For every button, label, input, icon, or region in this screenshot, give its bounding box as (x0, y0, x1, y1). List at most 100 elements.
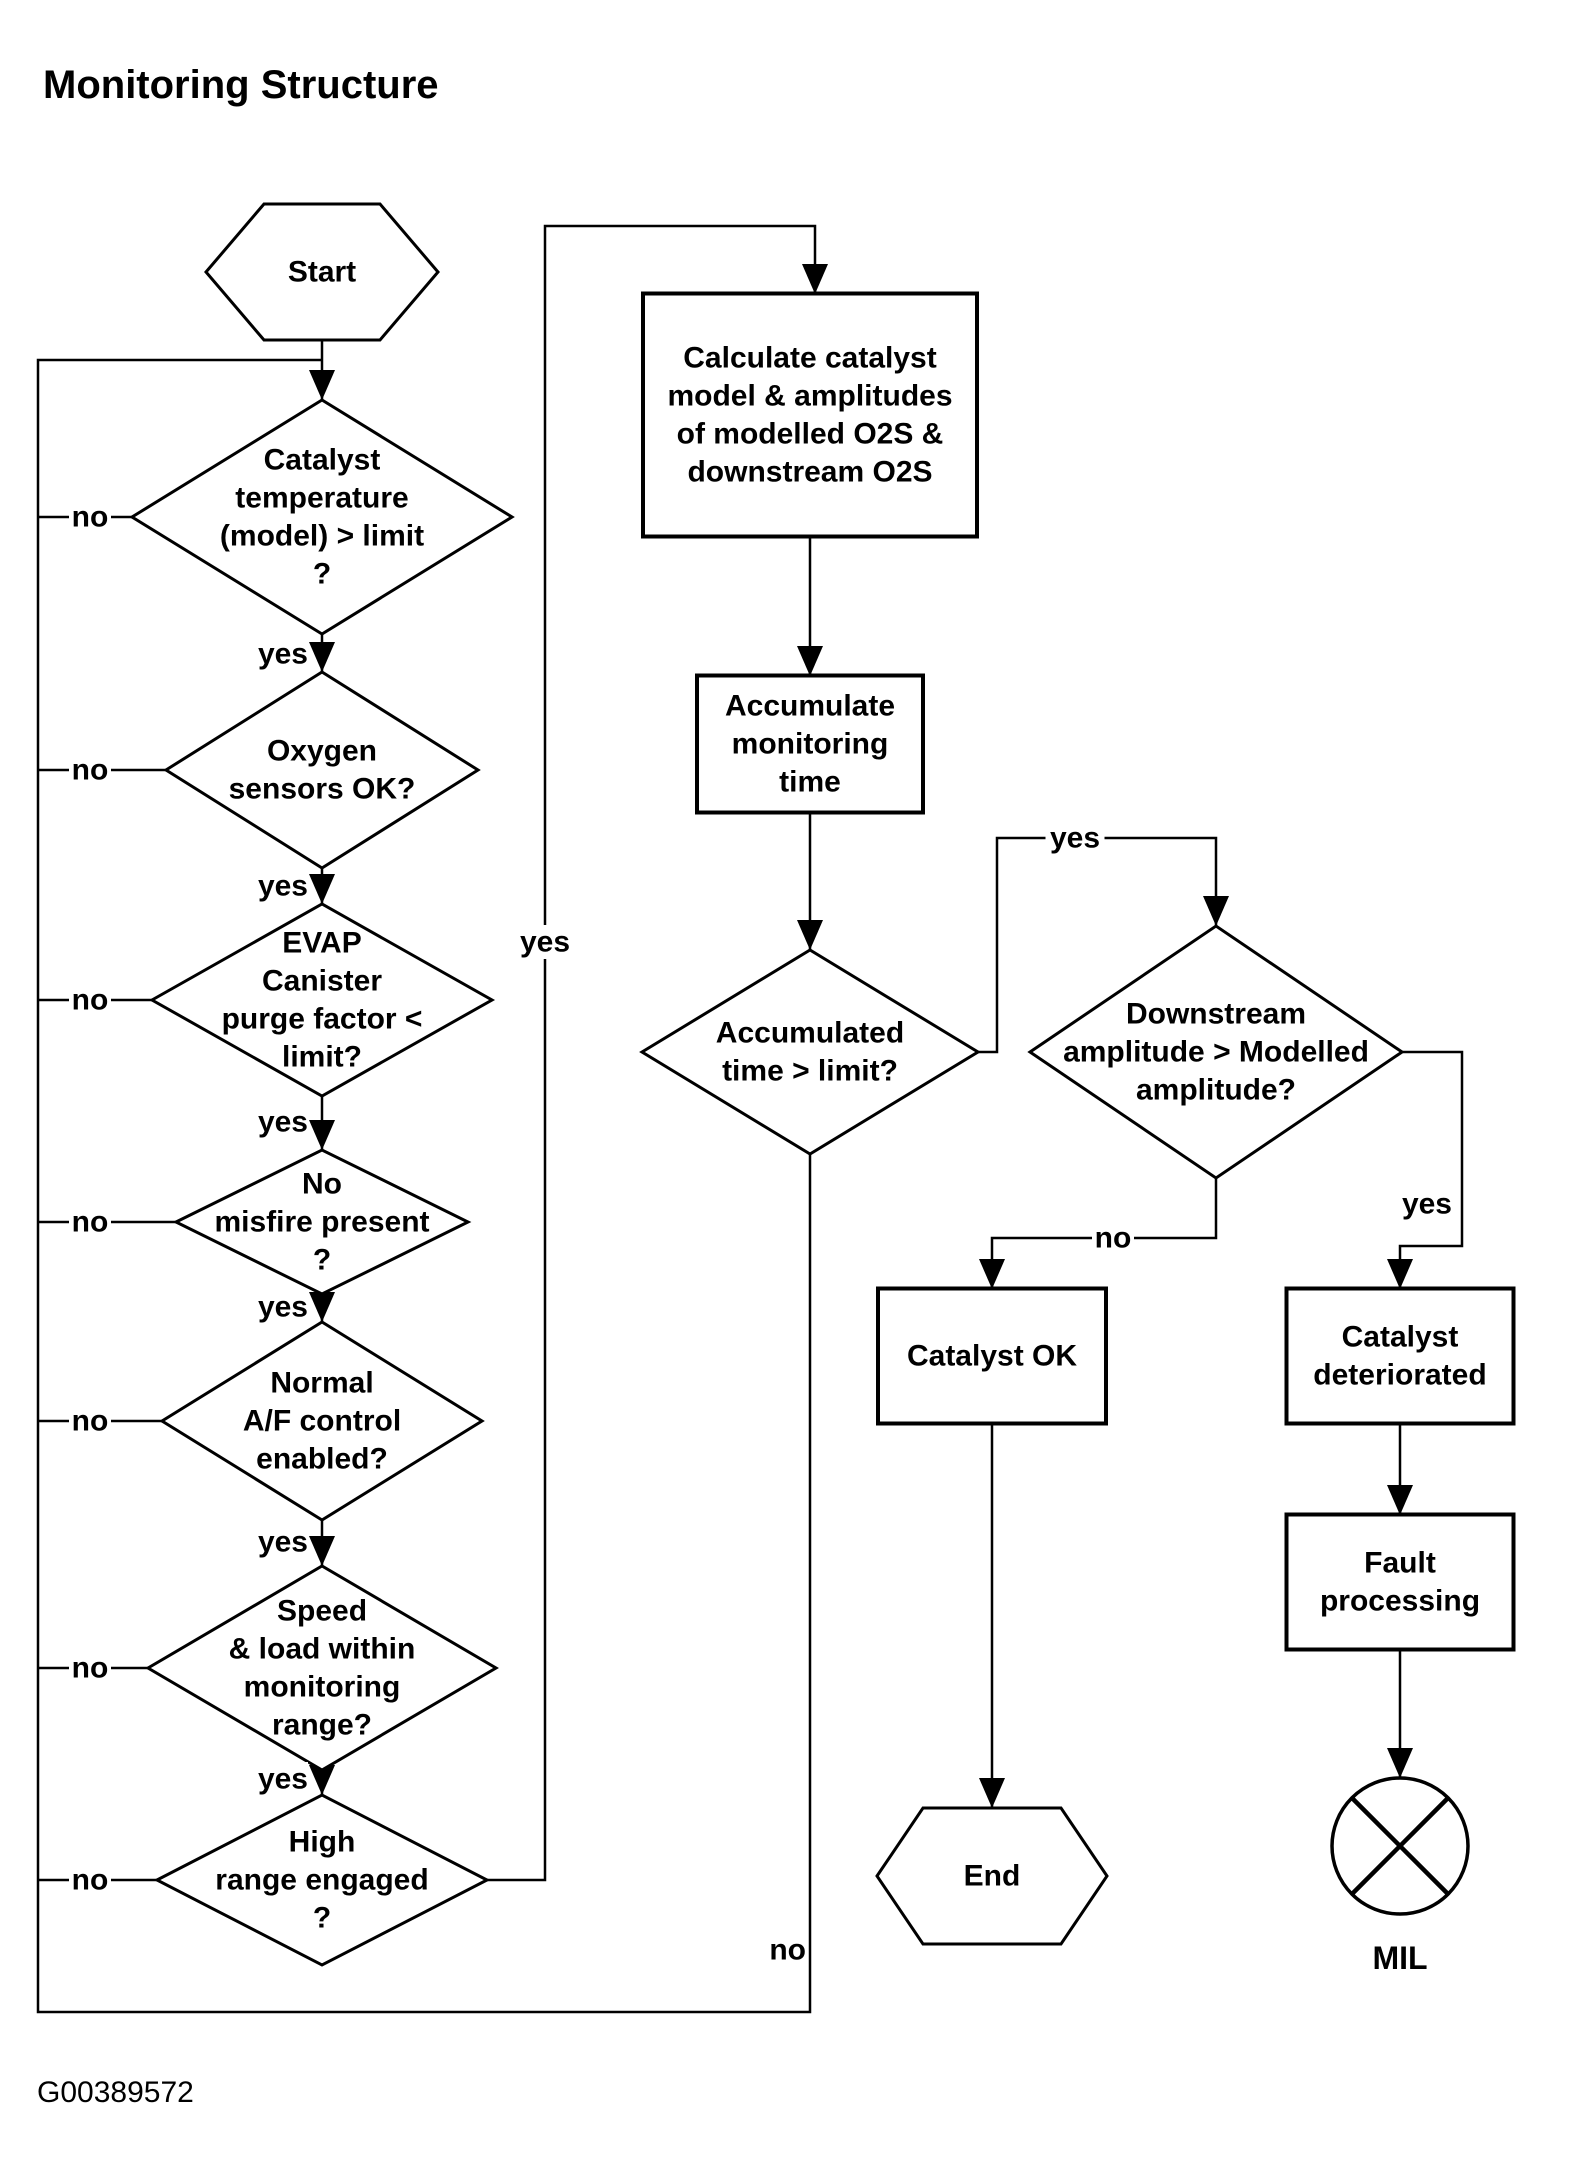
edge-label-catalyst-temperature-yes: yes (249, 637, 308, 671)
branch-label: no (1095, 1222, 1132, 1255)
connector-line (1398, 1050, 1464, 1289)
edge-calculate-to-accumulate (797, 537, 823, 676)
arrowhead-icon (309, 1120, 335, 1150)
node-label: amplitude? (1136, 1074, 1296, 1107)
edge-label-high-range-no: no (69, 1863, 111, 1897)
edge-accumulate-to-accumulated-limit (797, 813, 823, 950)
node-label: A/F control (243, 1405, 401, 1438)
node-label: enabled? (256, 1443, 388, 1476)
decision-diamond (145, 1564, 499, 1772)
edge-downstream-amplitude-yes (1387, 1050, 1464, 1289)
edge-label-backing (249, 1762, 308, 1796)
branch-label: yes (258, 1291, 308, 1324)
edge-loop-return (36, 358, 812, 2014)
node-label: MIL (1372, 1940, 1427, 1976)
process-box (1284, 1512, 1516, 1652)
branch-label: yes (258, 1106, 308, 1139)
edge-label-no-misfire-no: no (69, 1205, 111, 1239)
edge-label-oxygen-sensors-no: no (69, 753, 111, 787)
node-label: of modelled O2S & (677, 418, 944, 451)
node-label: Accumulate (725, 690, 895, 723)
node-label: misfire present (214, 1206, 429, 1239)
decision-diamond (172, 1148, 472, 1296)
branch-label: yes (258, 1526, 308, 1559)
edge-evap-purge-yes (309, 1096, 335, 1150)
edge-label-backing (249, 637, 308, 671)
node-catalyst-ok: Catalyst OK (876, 1286, 1108, 1426)
node-label: sensors OK? (229, 773, 416, 806)
edge-labels-layer: noyesyesyesyesyesyesnononononononoyesyes… (69, 500, 1452, 1967)
node-label: processing (1320, 1585, 1480, 1618)
edge-label-backing (249, 1525, 308, 1559)
edge-accumulated-limit-yes (978, 836, 1229, 1054)
page-title: Monitoring Structure (43, 63, 439, 107)
edge-label-backing (69, 500, 111, 534)
edge-no-misfire-yes (309, 1292, 335, 1322)
branch-label: yes (258, 870, 308, 903)
node-start: Start (204, 202, 440, 342)
arrowhead-icon (797, 646, 823, 676)
node-label: time (779, 766, 841, 799)
node-label: model & amplitudes (667, 380, 952, 413)
terminator-hexagon (875, 1806, 1109, 1946)
node-label: time > limit? (722, 1055, 898, 1088)
node-label: Speed (277, 1595, 367, 1628)
edge-label-evap-purge-yes: yes (249, 1105, 308, 1139)
node-label: ? (313, 1244, 331, 1277)
node-label: range? (272, 1709, 372, 1742)
edge-label-backing (1393, 1187, 1452, 1221)
arrowhead-icon (1387, 1485, 1413, 1515)
node-label: Start (288, 256, 356, 289)
edge-label-oxygen-sensors-yes: yes (249, 869, 308, 903)
edge-label-backing (249, 1105, 308, 1139)
arrowhead-icon (309, 1292, 335, 1322)
edge-label-no-misfire-yes: yes (249, 1290, 308, 1324)
edge-label-backing (1092, 1221, 1134, 1255)
branch-label: no (72, 1864, 109, 1897)
edge-speed-load-yes (309, 1765, 335, 1795)
edge-label-backing (1045, 821, 1105, 855)
decision-diamond (639, 948, 981, 1156)
branch-label: yes (1402, 1188, 1452, 1221)
node-label: Catalyst (1342, 1321, 1459, 1354)
node-oxygen-sensors: Oxygen sensors OK? (163, 670, 481, 870)
node-label: Oxygen (267, 735, 377, 768)
arrowhead-icon (1387, 1259, 1413, 1289)
edge-high-range-yes (487, 224, 828, 1882)
node-label: & load within (229, 1633, 416, 1666)
process-box (1284, 1286, 1516, 1426)
edge-label-downstream-amplitude-no: no (1092, 1221, 1134, 1255)
arrowhead-icon (309, 874, 335, 904)
arrowhead-icon (309, 1765, 335, 1795)
edge-label-backing (249, 1290, 308, 1324)
edge-label-accumulated-limit-yes: yes (1045, 821, 1105, 855)
edge-catalyst-ok-to-end (979, 1424, 1005, 1808)
branch-label: no (72, 1206, 109, 1239)
arrowhead-icon (309, 370, 335, 400)
edge-label-backing (69, 1404, 111, 1438)
edge-label-speed-load-no: no (69, 1651, 111, 1685)
edge-label-backing (69, 753, 111, 787)
node-label: Canister (262, 965, 382, 998)
connector-line (487, 224, 817, 1882)
arrowhead-icon (979, 1778, 1005, 1808)
arrowhead-icon (309, 1536, 335, 1566)
node-label: Downstream (1126, 998, 1306, 1031)
edge-label-backing (249, 869, 308, 903)
lamp-cross-stroke (1350, 1796, 1450, 1896)
arrowhead-icon (802, 264, 828, 294)
node-label: monitoring (732, 728, 889, 761)
decision-diamond (163, 670, 481, 870)
branch-label: yes (1050, 822, 1100, 855)
process-box (641, 291, 979, 539)
decision-diamond (1027, 924, 1405, 1180)
node-label: EVAP (282, 927, 361, 960)
